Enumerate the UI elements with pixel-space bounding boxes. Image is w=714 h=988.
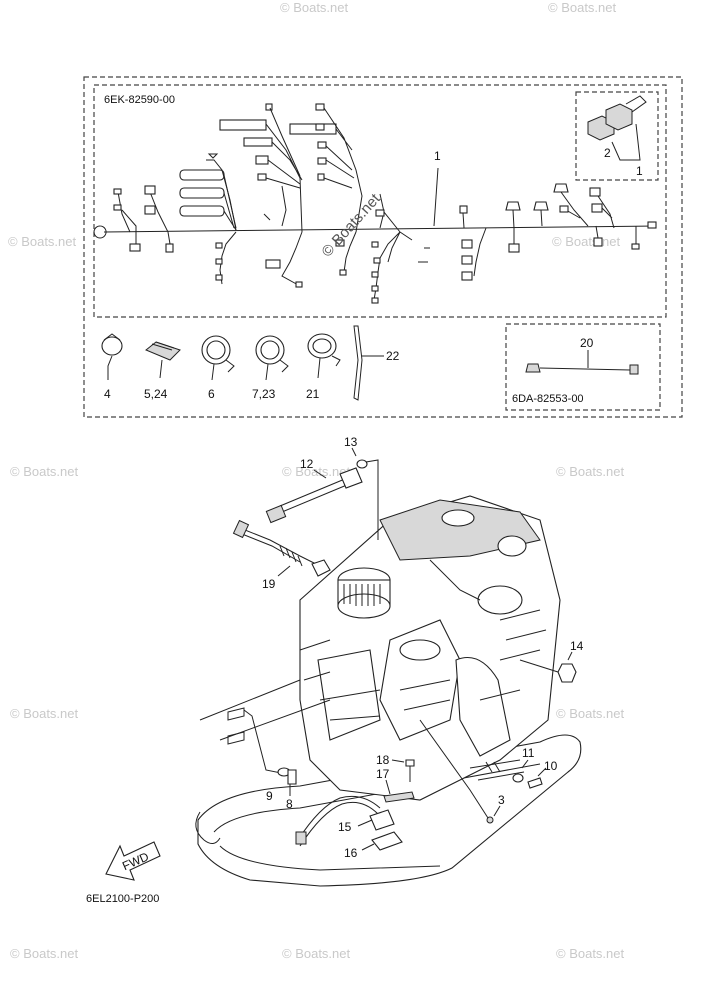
callout-11: 11 (522, 746, 535, 760)
watermark: © Boats.net (556, 946, 625, 961)
watermark: © Boats.net (282, 946, 351, 961)
callout-22: 22 (386, 349, 400, 363)
callout-15: 15 (338, 820, 352, 834)
callout-14: 14 (570, 639, 584, 653)
wire-harness (93, 103, 657, 304)
harness-group-box (83, 76, 683, 418)
sub-harness-code: 6DA-82553-00 (512, 393, 584, 405)
callout-1: 1 (434, 149, 441, 163)
callout-16: 16 (344, 846, 358, 860)
watermark: © Boats.net (548, 0, 617, 15)
watermark-large: © Boats.net (319, 190, 385, 260)
fwd-label: FWD (120, 849, 151, 873)
callout-10: 10 (544, 759, 558, 773)
callout-8: 8 (286, 797, 293, 811)
callout-17: 17 (376, 767, 390, 781)
figure-code: 6EL2100-P200 (86, 893, 159, 905)
callout-20: 20 (580, 336, 594, 350)
callout-4: 4 (104, 387, 111, 401)
callout-19: 19 (262, 577, 276, 591)
sub-harness: 20 (525, 336, 639, 375)
harness-code: 6EK-82590-00 (104, 94, 175, 106)
callout-18: 18 (376, 753, 390, 767)
sensor-parts: 12 13 (265, 435, 379, 540)
watermark: © Boats.net (10, 464, 79, 479)
watermark: © Boats.net (8, 234, 77, 249)
clamp-parts: 4 5,24 6 7,23 21 22 (101, 325, 400, 401)
sensor-19: 19 (232, 519, 331, 591)
callout-21: 21 (306, 387, 320, 401)
watermark: © Boats.net (556, 464, 625, 479)
part-14: 14 (519, 639, 584, 683)
callout-1b: 1 (636, 164, 643, 178)
watermark: © Boats.net (280, 0, 349, 15)
callout-6: 6 (208, 387, 215, 401)
bracket-parts: 9 8 (199, 679, 331, 811)
watermark: © Boats.net (10, 706, 79, 721)
callout-13: 13 (344, 435, 358, 449)
sub-harness-box (505, 323, 661, 411)
callout-9: 9 (266, 789, 273, 803)
callout-2: 2 (604, 146, 611, 160)
connector-inset-box (575, 91, 659, 181)
callout-5-24: 5,24 (144, 387, 168, 401)
callout-3: 3 (498, 793, 505, 807)
watermark: © Boats.net (552, 234, 621, 249)
watermark: © Boats.net (556, 706, 625, 721)
watermark: © Boats.net (10, 946, 79, 961)
callout-7-23: 7,23 (252, 387, 276, 401)
fwd-arrow-icon: FWD (105, 841, 161, 881)
connector-inset: 2 1 (587, 95, 647, 178)
callout-12: 12 (300, 457, 314, 471)
main-harness-box (93, 84, 667, 318)
lower-parts: 15 16 17 18 (295, 753, 415, 860)
engine-block (195, 495, 582, 887)
right-small-parts: 11 10 3 (419, 719, 558, 824)
